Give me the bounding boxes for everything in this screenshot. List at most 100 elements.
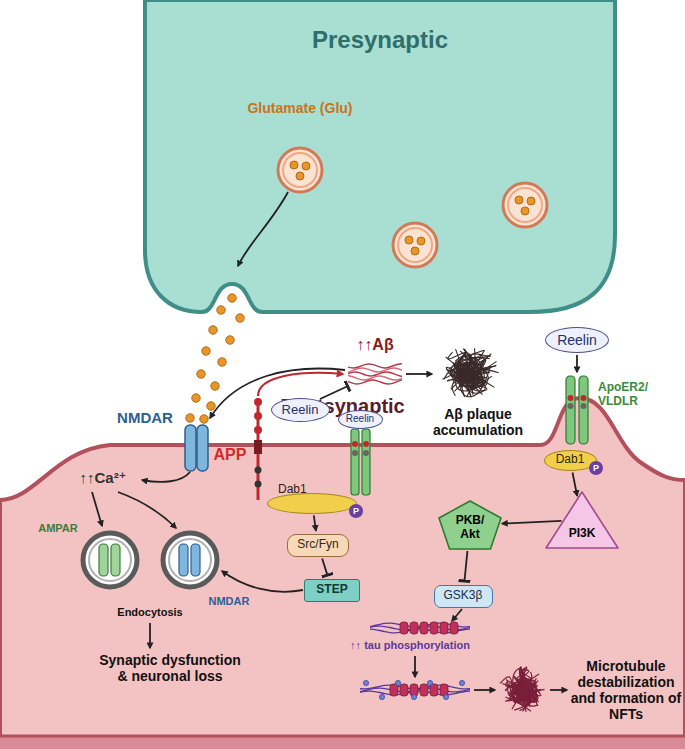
tangle-to-outcome-arrow — [550, 689, 567, 691]
process-label: Aβ plaque accumulation — [422, 406, 534, 438]
drawing-part — [508, 188, 542, 222]
fiber-stroke — [463, 362, 499, 397]
glutamate-dot — [290, 161, 298, 169]
presynaptic-terminal: Presynaptic — [145, 0, 615, 312]
endocytic-vesicle-ampar — [83, 533, 137, 587]
fibril-stroke — [348, 376, 402, 380]
drawing-part — [503, 183, 547, 227]
node-text: Reelin — [282, 403, 319, 418]
phosphate-dot — [379, 694, 384, 699]
calcium-arrow — [118, 492, 176, 528]
phosphatase-box: STEP — [304, 579, 360, 602]
glutamate-dots — [290, 161, 535, 255]
drawing-part — [255, 467, 262, 474]
process-label: Endocytosis — [117, 606, 182, 619]
glutamate-dot — [296, 172, 304, 180]
drawing-part — [363, 450, 369, 456]
glutamate-dot — [192, 394, 200, 402]
triangle-shape — [545, 491, 619, 549]
nmdar-to-calcium-arrow — [142, 472, 190, 482]
glutamate-dot — [197, 370, 205, 378]
dab1-adaptor: Dab1 — [267, 493, 357, 514]
receptor-pair: ApoER2/ VLDLR — [562, 375, 592, 445]
glutamate-dot — [527, 197, 535, 205]
step-to-endocytosis-arrow — [222, 571, 303, 592]
activation-arrow — [572, 472, 577, 495]
kinase-box: Src/Fyn — [287, 534, 349, 557]
drawing-part — [398, 228, 432, 262]
glutamate-stream — [186, 294, 244, 423]
inhibition-connector — [464, 551, 467, 582]
drawing-part — [278, 148, 322, 192]
drawing-part — [163, 533, 217, 587]
activation-arrow — [576, 355, 578, 372]
tau-to-tangle-arrow — [474, 689, 495, 691]
process-label: ↑↑ tau phosphorylation — [350, 639, 470, 652]
abeta-plaque — [442, 348, 498, 397]
glutamate-dot — [200, 415, 208, 423]
glutamate-dot — [202, 347, 210, 355]
shape-outline — [546, 492, 618, 548]
protein-label: APP — [214, 446, 247, 464]
reelin-oval: Reelin — [338, 410, 383, 429]
calcium-arrow — [92, 492, 102, 526]
phosphate-dot — [443, 694, 448, 699]
node-text: STEP — [316, 583, 347, 597]
chemical-label: Glutamate (Glu) — [247, 100, 352, 116]
fibril-stroke — [348, 372, 402, 376]
activation-arrow — [314, 515, 316, 530]
drawing-part — [254, 412, 262, 420]
tau-bead — [400, 622, 408, 634]
drawing-part — [314, 355, 577, 582]
tau-bead — [450, 622, 458, 634]
drawing-part — [362, 429, 370, 495]
receptor-label: AMPAR — [38, 522, 78, 535]
receptor-drawing — [562, 375, 592, 445]
node-text: PKB/ Akt — [452, 514, 488, 542]
fiber-stroke — [463, 349, 488, 394]
glutamate-dot — [228, 294, 236, 302]
drawing-part — [83, 533, 137, 587]
drawing-part — [197, 425, 208, 471]
node-text: Reelin — [557, 332, 597, 348]
shape-outline — [439, 501, 501, 549]
tau-bead — [410, 622, 418, 634]
app-to-abeta-arrow — [258, 373, 343, 396]
postsynaptic-membrane — [0, 398, 685, 749]
drawing-part — [191, 544, 200, 576]
glutamate-dot — [209, 326, 217, 334]
nmdar-receptor — [185, 425, 208, 471]
phosphorylated-tau — [360, 680, 470, 699]
node-text: GSK3β — [444, 589, 483, 603]
drawing-part — [111, 544, 120, 576]
node-text: Src/Fyn — [297, 538, 338, 552]
node-text: PI3K — [569, 527, 596, 541]
glutamate-dot — [302, 162, 310, 170]
akt-pentagon: PKB/ Akt — [438, 500, 502, 550]
drawing-part — [99, 544, 108, 576]
phosphate-marker: P — [589, 461, 603, 475]
outcome-label: Microtubule destabilization and formatio… — [570, 658, 682, 722]
receptor-bead — [568, 403, 574, 409]
phosphate-dot — [427, 680, 432, 685]
drawing-part — [352, 450, 358, 456]
drawing-part — [351, 429, 359, 495]
receptor-chain — [566, 376, 575, 444]
glutamate-dot — [226, 336, 234, 344]
tau-filament — [370, 622, 470, 634]
glutamate-dot — [186, 414, 194, 422]
bottom-line — [0, 735, 685, 738]
drawing-part — [393, 223, 437, 267]
reelin-oval: Reelin — [545, 327, 609, 353]
tau-bead — [420, 684, 428, 696]
drawing-part — [185, 425, 196, 471]
phosphate-dot — [395, 680, 400, 685]
drawing-part — [179, 544, 188, 576]
peptide-label: ↑↑Aβ — [356, 336, 393, 354]
receptor-label: NMDAR — [209, 595, 250, 608]
tau-bead — [400, 684, 408, 696]
node-text: Presynaptic — [145, 26, 615, 54]
phosphorylation-arrow — [414, 656, 416, 677]
ion-label: ↑↑Ca²⁺ — [79, 469, 126, 486]
